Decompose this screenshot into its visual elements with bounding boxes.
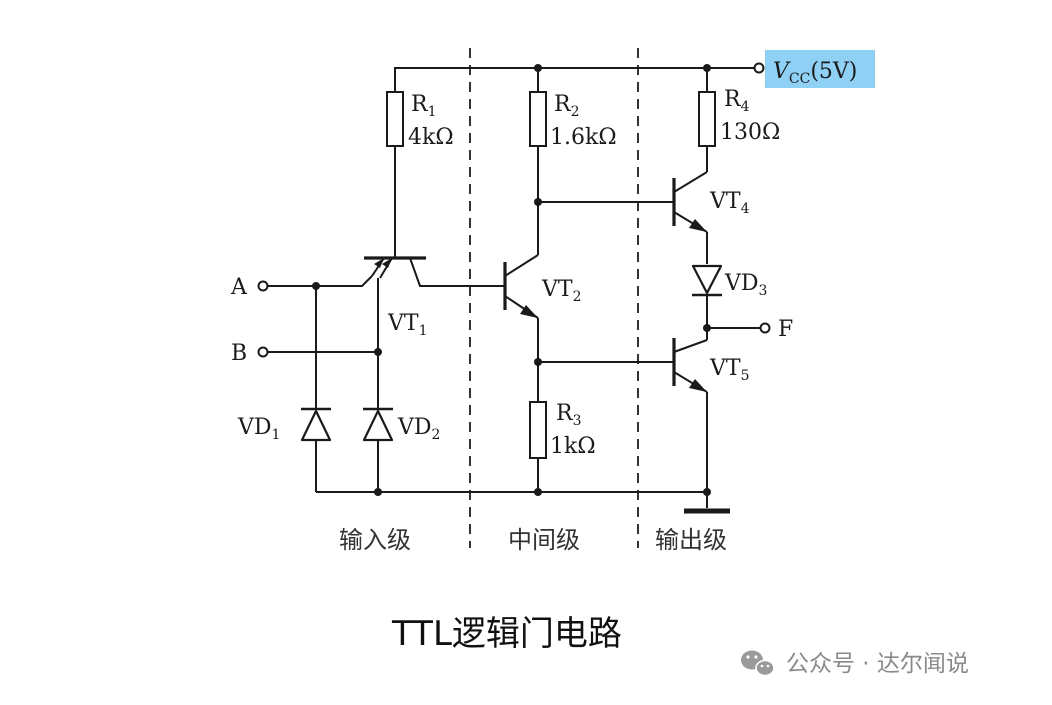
vt1-transistor — [364, 212, 426, 279]
vd1-diode — [300, 407, 332, 442]
wechat-icon — [741, 650, 775, 677]
r2-resistor — [529, 91, 547, 147]
vt2-transistor — [503, 240, 539, 319]
input-b-terminal — [257, 346, 269, 358]
r3-value: 1kΩ — [550, 434, 596, 459]
stage-input-label: 输入级 — [339, 526, 411, 554]
r4-resistor — [698, 91, 716, 147]
output-f-label: F — [778, 317, 793, 342]
vcc-label: VCC(5V) — [773, 59, 857, 87]
vt5-transistor — [672, 338, 708, 393]
r3-resistor — [529, 401, 547, 459]
input-b-label: B — [231, 341, 247, 366]
vd3-diode — [691, 264, 723, 297]
vcc-symbol: V — [773, 59, 791, 84]
vd1-label: VD1 — [237, 415, 280, 443]
output-f-terminal — [759, 322, 771, 334]
wires — [268, 67, 760, 508]
r3-label: R3 — [556, 401, 582, 429]
vcc-highlight — [765, 50, 875, 88]
vt2-label: VT2 — [541, 277, 581, 305]
vd2-label: VD2 — [397, 415, 440, 443]
vt5-label: VT5 — [709, 356, 749, 384]
vcc-subscript: CC — [789, 71, 810, 87]
watermark-text: 公众号 · 达尔闻说 — [786, 651, 969, 677]
vcc-terminal — [753, 62, 765, 74]
r1-value: 4kΩ — [408, 125, 454, 150]
r4-label: R4 — [724, 87, 750, 115]
diagram-caption: TTL逻辑门电路 — [391, 614, 622, 654]
input-a-label: A — [230, 275, 248, 300]
vt1-label: VT1 — [387, 311, 427, 339]
vd3-label: VD3 — [724, 271, 767, 299]
input-a-terminal — [257, 280, 269, 292]
r2-value: 1.6kΩ — [550, 125, 617, 150]
vt4-transistor — [672, 171, 708, 233]
r4-value: 130Ω — [720, 120, 780, 145]
vcc-value: (5V) — [810, 59, 857, 84]
vt4-label: VT4 — [709, 189, 750, 217]
r1-label: R1 — [411, 92, 437, 120]
r1-resistor — [386, 91, 404, 147]
stage-middle-label: 中间级 — [508, 526, 580, 554]
r2-label: R2 — [554, 92, 580, 120]
stage-output-label: 输出级 — [655, 526, 727, 554]
junction-dots — [312, 64, 711, 496]
vd2-diode — [362, 407, 394, 442]
